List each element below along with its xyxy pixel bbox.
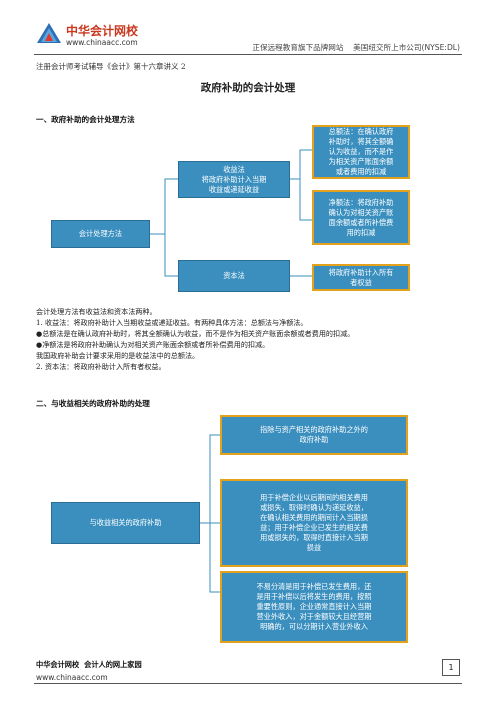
logo-icon xyxy=(37,23,61,43)
diagram-root-method: 会计处理方法 xyxy=(51,220,150,248)
income-method-box: 收益法 将政府补助计入当期 收益或递延收益 xyxy=(178,161,290,198)
paragraph: ●净额法是将政府补助确认为对相关资产账面余额或者所补偿费用的扣减。 xyxy=(36,340,270,349)
capital-desc-box: 将政府补助计入所有 者权益 xyxy=(312,264,410,291)
brand-url[interactable]: www.chinaacc.com xyxy=(66,38,138,47)
paragraph: 会计处理方法有收益法和资本法两种。 xyxy=(36,307,157,316)
brand-name: 中华会计网校 xyxy=(66,24,139,38)
header-divider xyxy=(34,54,462,55)
section-heading-1: 一、政府补助的会计处理方法 xyxy=(36,115,135,124)
lecture-subtitle: 注册会计师考试辅导《会计》第十六章讲义 2 xyxy=(36,62,186,71)
revenue-subsidy-unclear: 不易分清是用于补偿已发生费用，还 是用于补偿以后将发生的费用，按照 重要性原则，… xyxy=(220,571,408,643)
method-description: 会计处理方法有收益法和资本法两种。 1. 收益法：将政府补助计入当期收益或递延收… xyxy=(36,306,466,372)
paragraph: 我国政府补助会计要求采用的是收益法中的总额法。 xyxy=(36,351,200,360)
net-method-box: 净额法：将政府补助 确认为对相关资产账 面余额或者所补偿费 用的扣减 xyxy=(312,190,410,245)
revenue-subsidy-definition: 指除与资产相关的政府补助之外的 政府补助 xyxy=(220,415,408,455)
header-tagline: 正保远程教育旗下品牌网站 美国纽交所上市公司(NYSE:DL) xyxy=(252,43,460,52)
footer-brand: 中华会计网校 会计人的网上家园 xyxy=(36,660,142,669)
revenue-subsidy-root: 与收益相关的政府补助 xyxy=(51,502,200,544)
capital-method-box: 资本法 xyxy=(178,260,290,292)
paragraph: ●总额法是在确认政府补助时，将其全额确认为收益，而不是作为相关资产账面余额或者费… xyxy=(36,329,355,338)
footer-url[interactable]: www.chinaacc.com xyxy=(36,673,108,682)
paragraph: 2. 资本法：将政府补助计入所有者权益。 xyxy=(36,362,166,371)
footer-divider xyxy=(34,683,462,684)
section-heading-2: 二、与收益相关的政府补助的处理 xyxy=(36,399,150,408)
paragraph: 1. 收益法：将政府补助计入当期收益或递延收益。有两种具体方法：总额法与净额法。 xyxy=(36,318,308,327)
gross-method-box: 总额法：在确认政府 补助时，将其全额确 认为收益，而不是作 为相关资产账面余额 … xyxy=(312,125,410,179)
page-number: 1 xyxy=(442,659,460,676)
revenue-subsidy-compensation: 用于补偿企业以后期间的相关费用 或损失，取得时确认为递延收益， 在确认相关费用的… xyxy=(220,479,408,567)
page-title: 政府补助的会计处理 xyxy=(200,82,296,94)
